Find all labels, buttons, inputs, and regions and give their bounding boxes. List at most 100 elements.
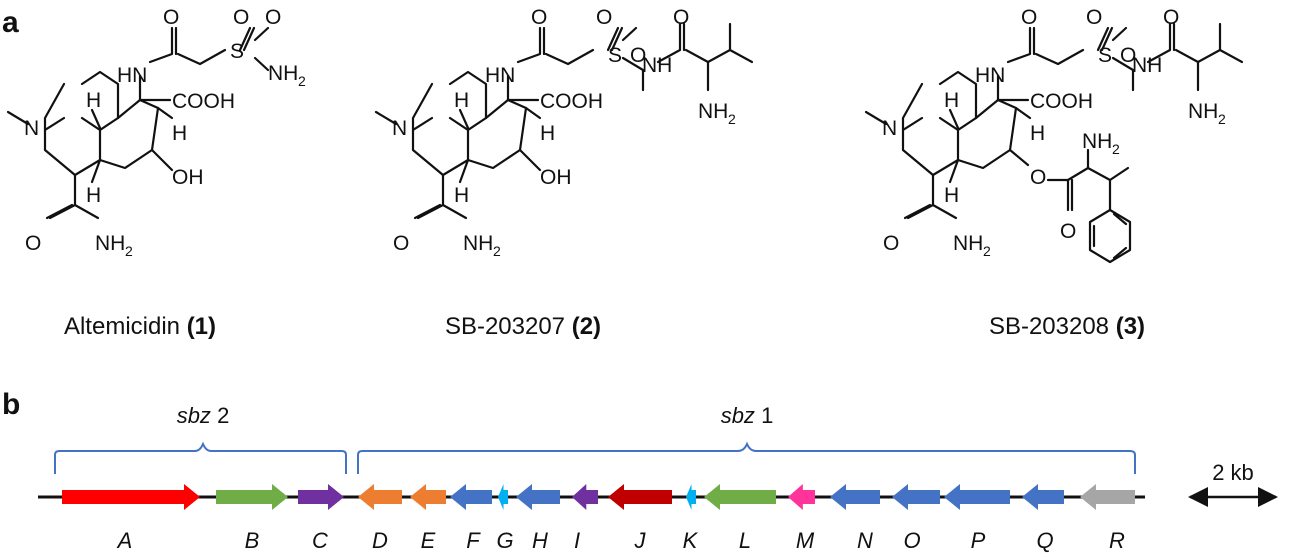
gene-arrow-A bbox=[62, 484, 200, 510]
cluster-bracket-sbz2 bbox=[54, 441, 347, 474]
atom-O: O bbox=[1120, 44, 1136, 67]
gene-label-L: L bbox=[739, 528, 751, 553]
compound-name-2: SB-203207 (2) bbox=[445, 313, 601, 340]
gene-arrow-C bbox=[298, 484, 344, 510]
atom-O: O bbox=[1163, 6, 1179, 29]
atom-H: H bbox=[454, 184, 469, 207]
gene-label-C: C bbox=[312, 528, 328, 553]
gene-arrows bbox=[62, 484, 1135, 510]
atom-NH2: NH bbox=[953, 232, 983, 255]
compound-3-structure: N HN O S O O NH O NH 2 H COOH H O O NH 2… bbox=[864, 6, 1244, 264]
atom-O: O bbox=[1030, 166, 1046, 189]
gene-arrow-F bbox=[450, 484, 492, 510]
gene-arrow-D bbox=[358, 484, 402, 510]
gene-arrow-I bbox=[572, 484, 598, 510]
gene-label-J: J bbox=[634, 528, 647, 553]
gene-arrow-E bbox=[410, 484, 446, 510]
atom-S: S bbox=[1098, 44, 1112, 67]
atom-H: H bbox=[540, 122, 555, 145]
panel-label-b: b bbox=[2, 388, 20, 421]
atom-subscript: 2 bbox=[125, 243, 133, 259]
atom-O: O bbox=[596, 6, 612, 29]
compound-1-structure: N HN O S O O NH 2 H COOH H OH H O NH 2 bbox=[6, 6, 306, 259]
atom-N: N bbox=[24, 117, 39, 140]
compound-2-structure: N HN O S O O NH O NH 2 H COOH H OH H O N… bbox=[374, 6, 754, 259]
atom-subscript: 2 bbox=[728, 111, 736, 127]
atom-H: H bbox=[86, 184, 101, 207]
atom-O: O bbox=[163, 6, 179, 29]
atom-HN: HN bbox=[117, 64, 147, 87]
atom-H: H bbox=[454, 89, 469, 112]
gene-label-I: I bbox=[574, 528, 580, 553]
atom-OH: OH bbox=[540, 166, 572, 189]
atom-HN: HN bbox=[975, 64, 1005, 87]
atom-O: O bbox=[1060, 220, 1076, 243]
atom-N: N bbox=[392, 117, 407, 140]
compound-name-3: SB-203208 (3) bbox=[989, 313, 1145, 340]
atom-OH: OH bbox=[172, 166, 204, 189]
gene-label-H: H bbox=[532, 528, 548, 553]
atom-H: H bbox=[86, 89, 101, 112]
gene-label-R: R bbox=[1109, 528, 1125, 553]
atom-NH2: NH bbox=[1082, 130, 1112, 153]
scale-bar-label: 2 kb bbox=[1212, 460, 1254, 485]
atom-subscript: 2 bbox=[983, 243, 991, 259]
atom-NH2: NH bbox=[268, 62, 298, 85]
gene-label-O: O bbox=[903, 528, 920, 553]
atom-O: O bbox=[265, 6, 281, 29]
atom-NH2: NH bbox=[1188, 100, 1218, 123]
gene-label-Q: Q bbox=[1036, 528, 1053, 553]
gene-label-G: G bbox=[496, 528, 513, 553]
atom-O: O bbox=[1086, 6, 1102, 29]
gene-arrow-L bbox=[704, 484, 776, 510]
atom-NH2: NH bbox=[95, 232, 125, 255]
atom-COOH: COOH bbox=[540, 90, 603, 113]
atom-O: O bbox=[393, 232, 409, 255]
gene-label-N: N bbox=[857, 528, 873, 553]
atom-H: H bbox=[944, 89, 959, 112]
atom-S: S bbox=[230, 40, 244, 63]
atom-O: O bbox=[25, 232, 41, 255]
gene-arrow-G bbox=[498, 484, 508, 510]
atom-NH2: NH bbox=[463, 232, 493, 255]
cluster-label-sbz1: sbz 1 bbox=[721, 403, 774, 428]
atom-subscript: 2 bbox=[1218, 111, 1226, 127]
atom-COOH: COOH bbox=[1030, 90, 1093, 113]
atom-H: H bbox=[1030, 122, 1045, 145]
atom-N: N bbox=[882, 117, 897, 140]
atom-subscript: 2 bbox=[1112, 141, 1120, 157]
atom-O: O bbox=[1021, 6, 1037, 29]
gene-label-F: F bbox=[466, 528, 481, 553]
atom-O: O bbox=[531, 6, 547, 29]
compound-name-1: Altemicidin (1) bbox=[64, 313, 216, 340]
atom-COOH: COOH bbox=[172, 90, 235, 113]
atom-HN: HN bbox=[485, 64, 515, 87]
gene-label-K: K bbox=[683, 528, 699, 553]
atom-H: H bbox=[944, 184, 959, 207]
gene-arrow-P bbox=[944, 484, 1010, 510]
atom-O: O bbox=[233, 6, 249, 29]
gene-arrow-O bbox=[892, 484, 940, 510]
cluster-bracket-sbz1 bbox=[357, 441, 1136, 474]
gene-label-E: E bbox=[421, 528, 436, 553]
atom-H: H bbox=[172, 122, 187, 145]
atom-O: O bbox=[883, 232, 899, 255]
panel-label-a: a bbox=[2, 6, 19, 39]
atom-subscript: 2 bbox=[298, 73, 306, 89]
atom-NH2: NH bbox=[698, 100, 728, 123]
atom-NH: NH bbox=[642, 54, 672, 77]
gene-arrow-R bbox=[1080, 484, 1135, 510]
gene-label-B: B bbox=[245, 528, 260, 553]
gene-arrow-K bbox=[686, 484, 696, 510]
atom-O: O bbox=[673, 6, 689, 29]
atom-S: S bbox=[608, 44, 622, 67]
gene-label-M: M bbox=[796, 528, 815, 553]
gene-label-A: A bbox=[116, 528, 133, 553]
gene-label-P: P bbox=[971, 528, 986, 553]
gene-arrow-N bbox=[830, 484, 880, 510]
cluster-label-sbz2: sbz 2 bbox=[177, 403, 230, 428]
gene-arrow-J bbox=[608, 484, 672, 510]
gene-arrow-M bbox=[788, 484, 815, 510]
gene-arrow-B bbox=[216, 484, 288, 510]
